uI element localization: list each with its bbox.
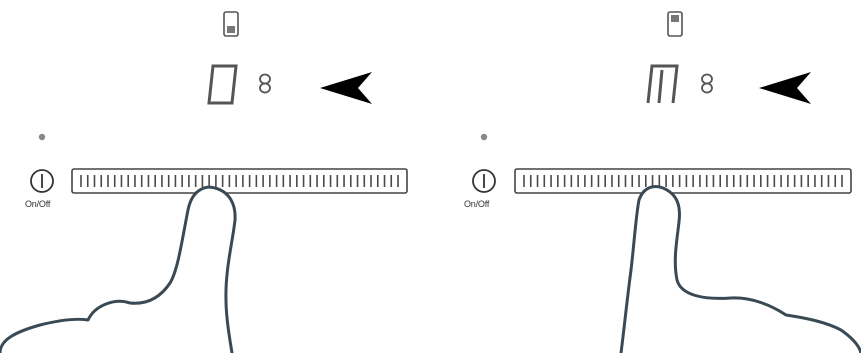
indicator-dot [38, 133, 46, 141]
power-level-display [207, 64, 238, 105]
power-icon[interactable] [30, 169, 54, 193]
cooking-zone-icon [223, 11, 239, 37]
left-panel-drawing [0, 11, 408, 353]
secondary-digit [259, 73, 271, 94]
secondary-digit [701, 73, 713, 94]
onoff-label: On/Off [464, 199, 490, 209]
left-panel: On/Off [0, 0, 430, 353]
indicator-dot [480, 133, 488, 141]
onoff-label: On/Off [25, 199, 51, 209]
finger-touch-icon [619, 185, 861, 353]
slider-ticks [523, 175, 843, 187]
pointer-arrow-icon [759, 72, 811, 104]
cooking-zone-icon [667, 11, 683, 37]
power-level-display [646, 64, 679, 104]
right-panel-drawing [472, 11, 861, 353]
right-panel: On/Off [441, 0, 861, 353]
power-slider[interactable] [71, 168, 408, 194]
pointer-arrow-icon [320, 72, 372, 104]
power-icon[interactable] [472, 169, 496, 193]
power-slider[interactable] [514, 168, 852, 194]
slider-ticks [80, 175, 399, 187]
finger-touch-icon [0, 185, 237, 353]
